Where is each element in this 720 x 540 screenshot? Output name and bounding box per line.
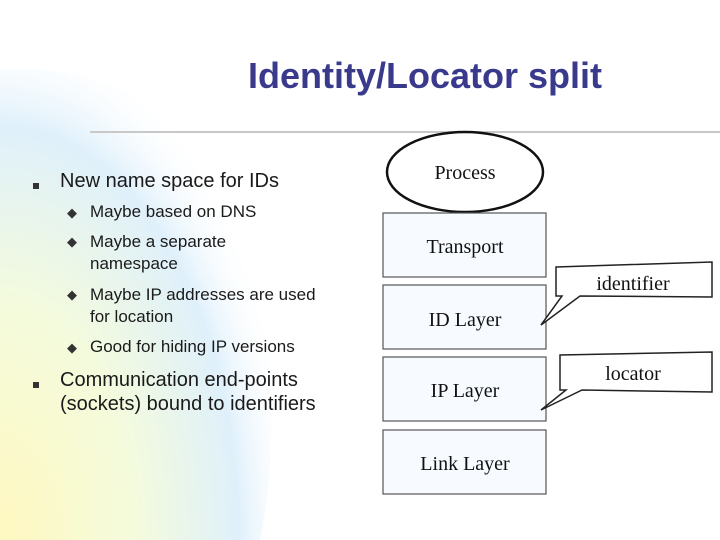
link-layer-label: Link Layer <box>420 453 510 475</box>
bullet-square-icon <box>33 382 39 388</box>
identifier-callout <box>540 261 713 326</box>
locator-callout <box>540 351 713 411</box>
bullet-2: Communication end-points (sockets) bound… <box>60 369 316 415</box>
diamond-bullet-icon: ◆ <box>67 205 77 220</box>
diamond-bullet-icon: ◆ <box>67 340 77 355</box>
identifier-label: identifier <box>596 273 670 295</box>
transport-label: Transport <box>426 236 503 258</box>
link-layer-box <box>382 429 547 495</box>
bullet-square-icon <box>33 183 39 189</box>
diamond-bullet-icon: ◆ <box>67 287 77 302</box>
transport-box <box>382 212 547 278</box>
title-divider <box>90 131 720 133</box>
ip-layer-label: IP Layer <box>431 380 500 402</box>
process-label: Process <box>434 162 495 184</box>
process-ellipse <box>385 130 545 214</box>
sub-bullet-2: Maybe a separate namespace <box>90 232 227 273</box>
id-layer-box <box>382 284 547 350</box>
id-layer-label: ID Layer <box>429 309 502 331</box>
page-title: Identity/Locator split <box>247 55 603 96</box>
sub-bullet-4: Good for hiding IP versions <box>90 337 295 356</box>
diamond-bullet-icon: ◆ <box>67 234 77 249</box>
bullet-1: New name space for IDs <box>60 170 279 192</box>
ip-layer-box <box>382 356 547 422</box>
sub-bullet-1: Maybe based on DNS <box>90 202 257 221</box>
sub-bullet-3: Maybe IP addresses are used for location <box>90 285 316 326</box>
locator-label: locator <box>605 363 661 385</box>
